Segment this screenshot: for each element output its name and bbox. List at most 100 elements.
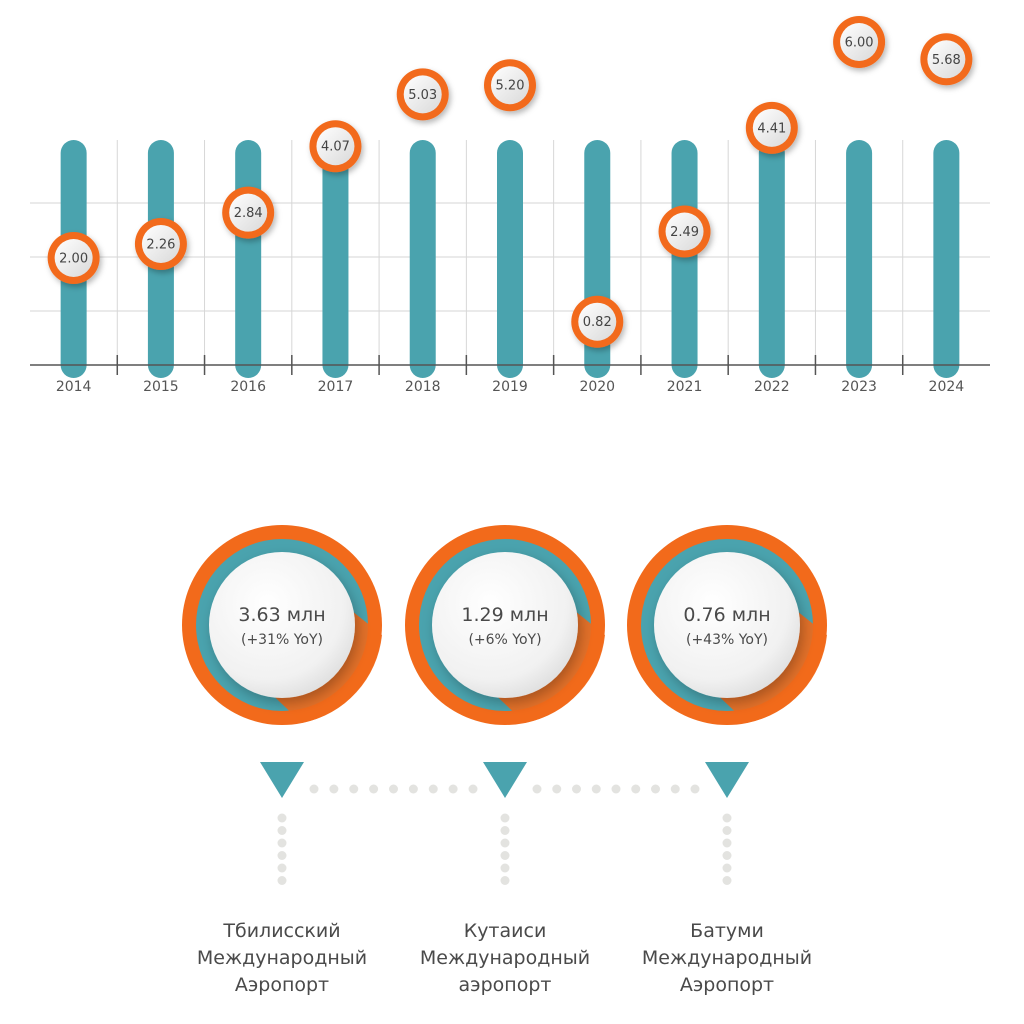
connector-dot	[722, 876, 732, 885]
connector-dot	[722, 851, 732, 860]
value-marker: 4.07	[309, 120, 362, 173]
value-marker: 5.68	[920, 33, 973, 86]
x-tick-label: 2015	[143, 379, 179, 395]
data-label: 2.26	[146, 237, 175, 252]
connector-dot	[500, 813, 510, 823]
data-label: 2.84	[234, 206, 263, 221]
x-tick-label: 2024	[929, 379, 965, 395]
airport-name-line: Международный	[419, 947, 591, 969]
value-marker: 6.00	[833, 16, 886, 68]
connector-dot	[408, 784, 418, 794]
connector-dot	[277, 851, 287, 860]
data-label: 5.68	[932, 53, 961, 68]
value-marker: 2.00	[47, 232, 100, 284]
connector-dot	[500, 826, 510, 835]
connector-dot	[349, 784, 359, 794]
value-marker: 5.03	[396, 68, 449, 121]
connector-dot	[500, 838, 510, 848]
x-tick-label: 2020	[579, 379, 615, 395]
value-marker: 4.41	[745, 101, 798, 154]
marker-bubble	[141, 224, 180, 263]
marker-bubble	[578, 302, 617, 341]
x-tick-label: 2022	[754, 379, 790, 395]
inner-disc	[654, 552, 800, 698]
bars	[60, 140, 960, 378]
airport-name-line: Батуми	[690, 920, 764, 942]
airport-stat-circle: 3.63 млн(+31% YoY)	[182, 525, 382, 725]
passenger-value: 1.29 млн	[461, 604, 548, 626]
connector-dot	[552, 784, 562, 794]
connector-dot	[448, 784, 458, 794]
connector-dot	[690, 784, 700, 794]
connector-dot	[722, 838, 732, 848]
marker-bubble	[403, 75, 442, 114]
passenger-value: 0.76 млн	[683, 604, 770, 626]
connector-dot	[277, 826, 287, 835]
marker-bubble	[927, 40, 966, 79]
data-label: 5.20	[496, 79, 525, 94]
airport-name-line: Тбилисский	[223, 920, 341, 942]
connector-dot	[277, 838, 287, 848]
airport-name-line: аэропорт	[458, 974, 552, 996]
data-label: 4.41	[757, 121, 786, 136]
connector-dot	[277, 876, 287, 885]
data-label: 0.82	[583, 315, 612, 330]
pointer-triangle	[260, 762, 304, 798]
x-tick-label: 2023	[841, 379, 877, 395]
marker-bubble	[54, 239, 93, 277]
yoy-change: (+6% YoY)	[468, 632, 541, 648]
connector-dot	[591, 784, 601, 794]
connector-dot	[722, 826, 732, 835]
connector-dot	[389, 784, 398, 794]
connector-dots	[260, 762, 749, 885]
connector-dot	[722, 863, 732, 873]
marker-bubble	[491, 66, 529, 105]
bar	[322, 140, 349, 378]
inner-disc	[432, 552, 578, 698]
inner-disc	[209, 552, 355, 698]
connector-dot	[722, 813, 732, 823]
value-marker: 5.20	[484, 59, 536, 112]
connector-dot	[631, 784, 641, 794]
value-markers: 2.00 2.26 2.84 4.07 5.03 5.20 0.82 2.49 4.41 6.00…	[47, 16, 973, 348]
connector-dot	[329, 784, 339, 794]
x-tick-label: 2014	[56, 379, 92, 395]
yoy-change: (+31% YoY)	[241, 632, 323, 648]
marker-bubble	[665, 212, 704, 251]
pointer-triangle	[483, 762, 527, 798]
data-label: 4.07	[321, 140, 350, 155]
connector-dot	[572, 784, 581, 794]
marker-bubble	[229, 193, 268, 232]
bar	[409, 140, 436, 378]
connector-dot	[500, 876, 510, 885]
connector-dot	[611, 784, 621, 794]
x-tick-label: 2017	[318, 379, 354, 395]
bar	[933, 140, 960, 378]
airport-stat-circle: 0.76 млн(+43% YoY)	[627, 525, 827, 725]
airport-name-line: Кутаиси	[463, 920, 547, 942]
data-label: 2.00	[59, 252, 88, 267]
bar	[497, 140, 523, 378]
airport-stats: 3.63 млн(+31% YoY) 1.29 млн (+6% YoY) 0.76 …	[182, 525, 827, 725]
value-marker: 0.82	[571, 295, 624, 348]
data-label: 6.00	[845, 36, 874, 51]
marker-bubble	[316, 127, 355, 166]
airport-stat-circle: 1.29 млн (+6% YoY)	[405, 525, 605, 725]
bar	[671, 140, 698, 378]
connector-dot	[277, 863, 287, 873]
connector-dot	[277, 813, 287, 823]
marker-bubble	[752, 108, 791, 147]
connector-dot	[670, 784, 680, 794]
connector-dot	[532, 784, 542, 794]
x-tick-label: 2019	[492, 379, 528, 395]
data-label: 2.49	[670, 225, 699, 240]
connector-dot	[500, 851, 510, 860]
bar	[846, 140, 873, 378]
connector-dot	[500, 863, 510, 873]
